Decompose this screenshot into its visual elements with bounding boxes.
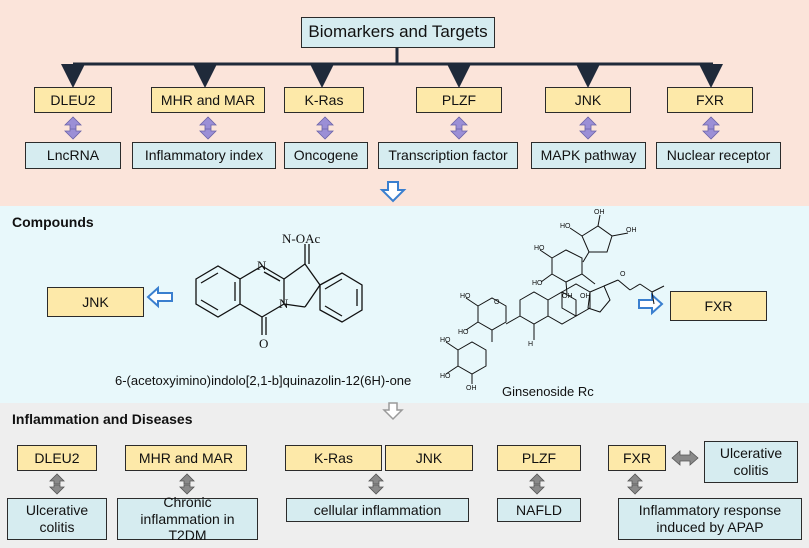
- compounds-heading: Compounds: [12, 214, 94, 230]
- svg-text:OH: OH: [594, 209, 605, 216]
- down-arrow-blue: [379, 181, 407, 203]
- compound1-atom-labels: N-OAc O N N: [257, 231, 320, 351]
- target-mhr-mar: MHR and MAR: [151, 87, 265, 113]
- compound1-name: 6-(acetoxyimino)indolo[2,1-b]quinazolin-…: [115, 373, 412, 388]
- category-mapk-pathway: MAPK pathway: [531, 142, 646, 169]
- disease-ulcerative-colitis-side: Ulcerative colitis: [704, 441, 798, 483]
- disease-inflammatory-response-apap: Inflammatory response induced by APAP: [618, 498, 802, 540]
- category-transcription-factor: Transcription factor: [378, 142, 518, 169]
- target-dleu2: DLEU2: [34, 87, 112, 113]
- disease-target-plzf: PLZF: [497, 445, 581, 471]
- compound2-name: Ginsenoside Rc: [502, 384, 594, 399]
- down-arrow-grey: [382, 402, 404, 421]
- svg-text:OH: OH: [562, 293, 573, 300]
- disease-ulcerative-colitis: Ulcerative colitis: [7, 498, 107, 540]
- target-plzf: PLZF: [416, 87, 502, 113]
- disease-target-fxr: FXR: [608, 445, 666, 471]
- compound-target-jnk: JNK: [47, 287, 144, 317]
- compound2-structure: [445, 214, 665, 384]
- purple-double-arrows: [64, 116, 720, 140]
- disease-target-mhr-mar: MHR and MAR: [125, 445, 247, 471]
- svg-text:HO: HO: [534, 245, 545, 252]
- target-fxr: FXR: [667, 87, 753, 113]
- svg-text:HO: HO: [458, 329, 469, 336]
- svg-text:HO: HO: [532, 280, 543, 287]
- compound-target-fxr: FXR: [670, 291, 767, 321]
- svg-text:HO: HO: [560, 223, 571, 230]
- grey-double-arrows: [49, 450, 699, 495]
- disease-cellular-inflammation: cellular inflammation: [286, 498, 469, 522]
- category-inflammatory-index: Inflammatory index: [132, 142, 276, 169]
- svg-text:HO: HO: [440, 337, 451, 344]
- svg-text:HO: HO: [440, 373, 451, 380]
- compound1-structure: [195, 244, 363, 335]
- arrow-right-blue: [638, 292, 664, 316]
- svg-text:OH: OH: [466, 385, 477, 392]
- target-jnk: JNK: [545, 87, 631, 113]
- arrow-left-blue: [146, 285, 173, 309]
- category-oncogene: Oncogene: [284, 142, 368, 169]
- disease-target-jnk: JNK: [385, 445, 473, 471]
- disease-target-k-ras: K-Ras: [285, 445, 382, 471]
- svg-text:N: N: [279, 296, 289, 311]
- svg-text:HO: HO: [460, 293, 471, 300]
- disease-target-dleu2: DLEU2: [17, 445, 97, 471]
- svg-text:O: O: [494, 299, 500, 306]
- target-k-ras: K-Ras: [284, 87, 364, 113]
- svg-text:OH: OH: [626, 227, 637, 234]
- svg-text:H: H: [528, 341, 533, 348]
- tree-connectors: [61, 48, 723, 88]
- svg-text:O: O: [259, 336, 268, 351]
- svg-text:OH: OH: [580, 293, 591, 300]
- disease-nafld: NAFLD: [497, 498, 581, 522]
- disease-chronic-inflammation: Chronic inflammation in T2DM: [117, 494, 258, 543]
- svg-text:O: O: [620, 271, 626, 278]
- diseases-heading: Inflammation and Diseases: [12, 411, 193, 427]
- category-lncrna: LncRNA: [25, 142, 121, 169]
- page-title: Biomarkers and Targets: [301, 17, 495, 48]
- category-nuclear-receptor: Nuclear receptor: [656, 142, 781, 169]
- svg-text:N: N: [257, 258, 267, 273]
- svg-text:N-OAc: N-OAc: [282, 231, 320, 246]
